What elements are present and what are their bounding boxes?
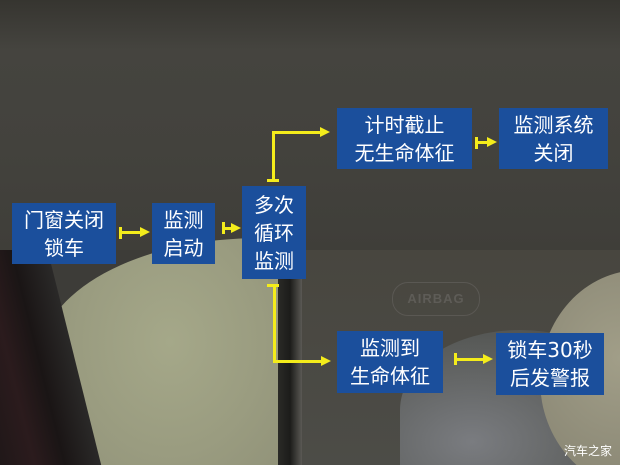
arrow-icon [231,223,241,233]
arrow-icon [140,227,150,237]
node-text: 循环 [254,220,294,245]
node-loop-monitor: 多次 循环 监测 [242,186,306,279]
arrow-icon [483,354,493,364]
node-text: 监测 [163,207,204,232]
node-text: 后发警报 [510,366,590,390]
node-lock-car: 门窗关闭 锁车 [12,203,116,264]
node-text: 多次 [254,192,294,217]
node-text: 监测到 [360,336,420,360]
node-text: 监测 [254,248,294,273]
node-text: 生命体征 [350,364,430,388]
node-text: 门窗关闭 [24,207,104,232]
node-alarm-after-30s: 锁车30秒 后发警报 [496,333,604,395]
node-vital-signs-detected: 监测到 生命体征 [337,331,443,393]
node-text: 关闭 [533,140,574,165]
node-system-shutdown: 监测系统 关闭 [499,108,608,169]
node-text: 计时截止 [364,112,445,137]
node-text: 启动 [163,235,204,260]
node-text: 无生命体征 [354,140,455,165]
node-text: 锁车 [44,235,84,260]
node-text: 锁车30秒 [507,338,593,362]
node-timeout-no-vital-signs: 计时截止 无生命体征 [337,108,472,169]
arrow-icon [487,137,497,147]
arrow-icon [320,127,330,137]
arrow-icon [321,356,331,366]
node-text: 监测系统 [513,112,594,137]
node-monitor-start: 监测 启动 [152,203,215,264]
watermark: 汽车之家 [563,444,612,458]
airbag-label: AIRBAG [392,282,480,316]
